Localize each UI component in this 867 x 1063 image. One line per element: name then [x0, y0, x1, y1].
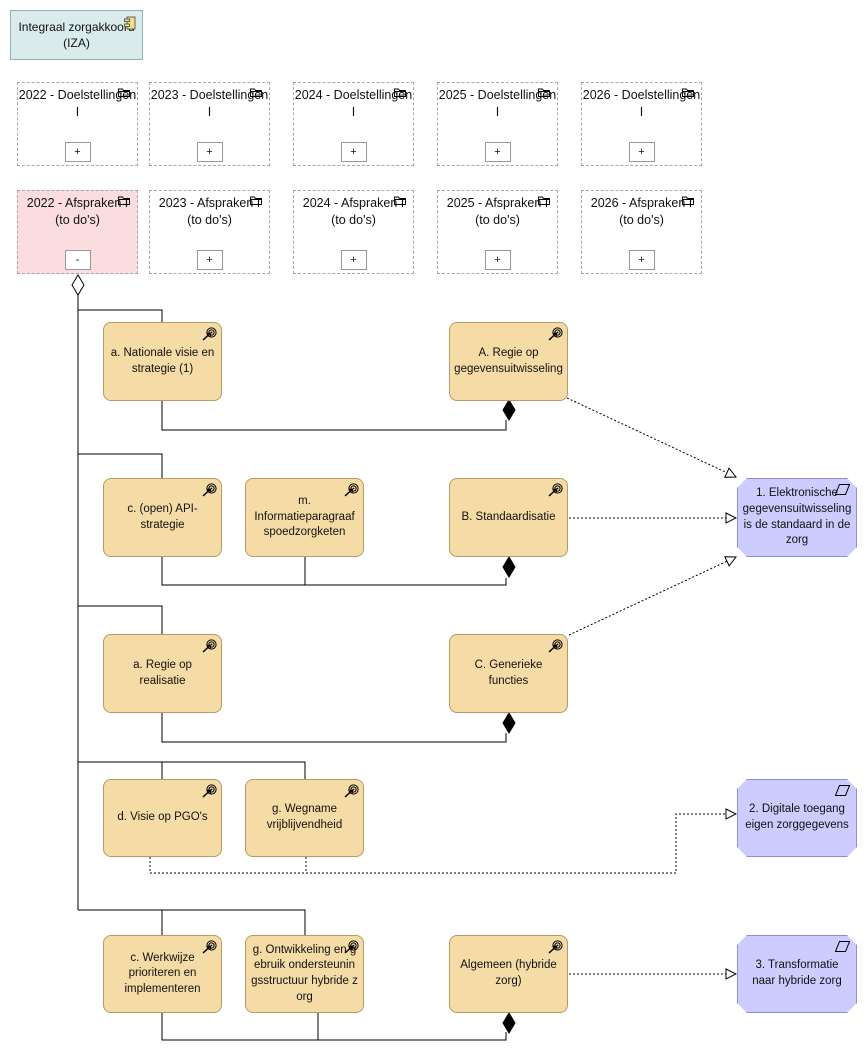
folder-icon [682, 88, 694, 97]
goal-target-icon [202, 784, 217, 798]
goal-target-icon [202, 483, 217, 497]
expand-button[interactable]: + [484, 250, 511, 270]
composition-diamond-row3 [502, 712, 516, 734]
folder-icon [394, 88, 406, 97]
expand-button[interactable]: + [340, 142, 367, 162]
composition-diamond-row1 [502, 399, 516, 421]
goal-label: c. (open) API-strategie [127, 502, 198, 531]
component-icon [124, 16, 136, 30]
group-label: 2025 - Afspraken I (to do's) [446, 196, 549, 227]
outcome-parallelogram-icon [835, 785, 850, 796]
group-doelstellingen-2026[interactable]: 2026 - Doelstellingen I + [581, 82, 702, 166]
expand-button[interactable]: + [64, 142, 91, 162]
goal-target-icon [548, 940, 563, 954]
goal-regie-realisatie[interactable]: a. Regie op realisatie [103, 634, 222, 713]
group-afspraken-2024[interactable]: 2024 - Afspraken I (to do's) + [293, 190, 414, 274]
goal-werkwijze-prioriteren[interactable]: c. Werkwijze prioriteren en implementere… [103, 935, 222, 1013]
goal-target-icon [548, 639, 563, 653]
expand-button[interactable]: + [340, 250, 367, 270]
goal-label: c. Werkwijze prioriteren en implementere… [124, 951, 201, 995]
goal-target-icon [202, 639, 217, 653]
goal-standaardisatie[interactable]: B. Standaardisatie [449, 478, 568, 557]
goal-regie-gegevensuitwisseling[interactable]: A. Regie op gegevensuitwisseling [449, 322, 568, 401]
goal-label: B. Standaardisatie [461, 510, 556, 523]
root-label: Integraal zorgakkoord (IZA) [18, 19, 135, 50]
goal-wegname-vrijblijvendheid[interactable]: g. Wegname vrijblijvendheid [245, 779, 364, 857]
goal-target-icon [344, 483, 359, 497]
group-label: 2023 - Afspraken I (to do's) [158, 196, 261, 227]
goal-label: C. Generieke functies [474, 658, 543, 687]
outcome-label: 3. Transformatie naar hybride zorg [752, 959, 842, 987]
folder-icon [394, 196, 406, 205]
group-afspraken-2025[interactable]: 2025 - Afspraken I (to do's) + [437, 190, 558, 274]
goal-ontwikkeling-ondersteuningsstructuur[interactable]: g. Ontwikkeling en gebruik ondersteuning… [245, 935, 364, 1013]
group-label: 2024 - Doelstellingen I [294, 88, 413, 119]
folder-icon [250, 196, 262, 205]
expand-button[interactable]: + [196, 250, 223, 270]
goal-label: g. Ontwikkeling en gebruik ondersteuning… [251, 943, 358, 1003]
aggregation-diamond-trunk [71, 274, 85, 296]
goal-target-icon [202, 327, 217, 341]
root-component-iza[interactable]: Integraal zorgakkoord (IZA) [10, 10, 143, 60]
collapse-button[interactable]: - [64, 250, 91, 270]
folder-icon [118, 196, 130, 205]
group-label: 2024 - Afspraken I (to do's) [302, 196, 405, 227]
group-label: 2022 - Doelstellingen I [18, 88, 137, 119]
goal-nationale-visie[interactable]: a. Nationale visie en strategie (1) [103, 322, 222, 401]
goal-target-icon [344, 784, 359, 798]
expand-button[interactable]: + [196, 142, 223, 162]
goal-target-icon [548, 327, 563, 341]
outcome-elektronische-gegevensuitwisseling[interactable]: 1. Elektronische gegevensuitwisseling is… [737, 478, 857, 557]
outcome-parallelogram-icon [835, 484, 850, 495]
expand-button[interactable]: + [628, 250, 655, 270]
group-label: 2025 - Doelstellingen I [438, 88, 557, 119]
group-afspraken-2023[interactable]: 2023 - Afspraken I (to do's) + [149, 190, 270, 274]
composition-diamond-row5 [502, 1012, 516, 1034]
group-label: 2026 - Afspraken I (to do's) [590, 196, 693, 227]
group-label: 2022 - Afspraken I (to do's) [26, 196, 129, 227]
composition-diamond-row2 [502, 556, 516, 578]
outcome-parallelogram-icon [835, 941, 850, 952]
goal-target-icon [202, 940, 217, 954]
goal-target-icon [344, 940, 359, 954]
folder-icon [538, 88, 550, 97]
goal-label: m. Informatieparagraaf spoedzorgketen [254, 495, 355, 539]
expand-button[interactable]: + [484, 142, 511, 162]
folder-icon [250, 88, 262, 97]
group-doelstellingen-2024[interactable]: 2024 - Doelstellingen I + [293, 82, 414, 166]
goal-informatieparagraaf[interactable]: m. Informatieparagraaf spoedzorgketen [245, 478, 364, 557]
outcome-label: 2. Digitale toegang eigen zorggegevens [745, 803, 849, 831]
goal-label: a. Regie op realisatie [133, 658, 192, 687]
group-label: 2026 - Doelstellingen I [582, 88, 701, 119]
outcome-transformatie-hybride-zorg[interactable]: 3. Transformatie naar hybride zorg [737, 935, 857, 1013]
group-doelstellingen-2023[interactable]: 2023 - Doelstellingen I + [149, 82, 270, 166]
goal-visie-pgo[interactable]: d. Visie op PGO's [103, 779, 222, 857]
outcome-label: 1. Elektronische gegevensuitwisseling is… [742, 487, 852, 547]
group-afspraken-2026[interactable]: 2026 - Afspraken I (to do's) + [581, 190, 702, 274]
group-label: 2023 - Doelstellingen I [150, 88, 269, 119]
goal-generieke-functies[interactable]: C. Generieke functies [449, 634, 568, 713]
folder-icon [538, 196, 550, 205]
goal-label: a. Nationale visie en strategie (1) [110, 346, 215, 375]
goal-label: Algemeen (hybride zorg) [460, 959, 557, 987]
expand-button[interactable]: + [628, 142, 655, 162]
folder-icon [118, 88, 130, 97]
folder-icon [682, 196, 694, 205]
outcome-digitale-toegang[interactable]: 2. Digitale toegang eigen zorggegevens [737, 779, 857, 857]
goal-label: g. Wegname vrijblijvendheid [266, 803, 343, 831]
goal-api-strategie[interactable]: c. (open) API-strategie [103, 478, 222, 557]
goal-label: A. Regie op gegevensuitwisseling [454, 346, 563, 375]
goal-label: d. Visie op PGO's [117, 811, 208, 824]
goal-target-icon [548, 483, 563, 497]
group-doelstellingen-2025[interactable]: 2025 - Doelstellingen I + [437, 82, 558, 166]
goal-algemeen-hybride-zorg[interactable]: Algemeen (hybride zorg) [449, 935, 568, 1013]
group-afspraken-2022[interactable]: 2022 - Afspraken I (to do's) - [17, 190, 138, 274]
group-doelstellingen-2022[interactable]: 2022 - Doelstellingen I + [17, 82, 138, 166]
